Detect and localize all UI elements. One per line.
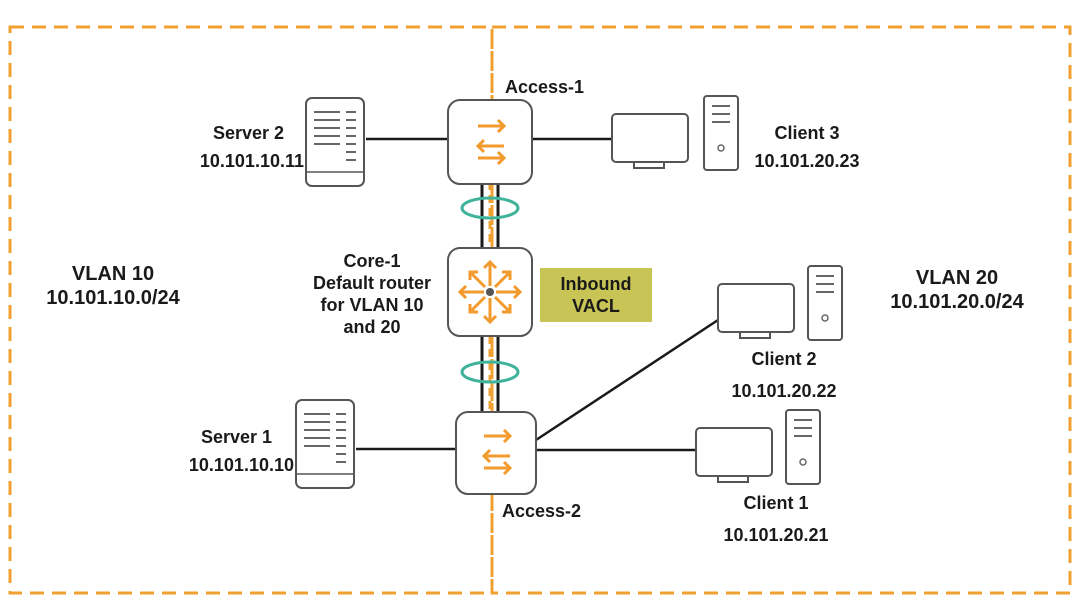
server1-icon[interactable] xyxy=(295,399,355,489)
core1-desc-line3: and 20 xyxy=(343,317,401,337)
core1-desc-line2: for VLAN 10 xyxy=(320,295,424,315)
client3-ip: 10.101.20.23 xyxy=(754,151,860,171)
vlan20-name: VLAN 20 xyxy=(915,267,999,289)
inbound-vacl-badge: Inbound VACL xyxy=(540,268,652,322)
uplink-core-access2 xyxy=(480,336,500,414)
core1-desc-line1: Default router xyxy=(312,273,431,293)
client1-label: Client 1 10.101.20.21 xyxy=(708,492,844,546)
vlan10-boundary xyxy=(8,25,494,595)
access2-switch-icon[interactable] xyxy=(455,411,537,495)
client1-computer-icon[interactable] xyxy=(695,409,821,485)
vacl-line2: VACL xyxy=(572,296,620,316)
client2-name: Client 2 xyxy=(751,349,817,369)
access2-label: Access-2 xyxy=(502,501,582,521)
vlan20-label: VLAN 20 10.101.20.0/24 xyxy=(872,266,1042,314)
server2-icon[interactable] xyxy=(305,97,365,187)
lag-ring-bottom-icon xyxy=(460,360,520,384)
lag-ring-top-icon xyxy=(460,196,520,220)
link-access2-client2 xyxy=(535,318,719,442)
server1-label: Server 1 10.101.10.10 xyxy=(160,426,294,476)
client3-name: Client 3 xyxy=(774,123,840,143)
client2-computer-icon[interactable] xyxy=(717,265,843,341)
uplink-access1-core xyxy=(480,182,500,250)
client3-computer-icon[interactable] xyxy=(611,95,739,171)
vlan10-subnet: 10.101.10.0/24 xyxy=(46,287,180,309)
client1-name: Client 1 xyxy=(743,493,809,513)
server2-name: Server 2 xyxy=(212,123,284,143)
server2-ip: 10.101.10.11 xyxy=(199,151,304,171)
client1-ip: 10.101.20.21 xyxy=(723,525,829,545)
vlan10-label: VLAN 10 10.101.10.0/24 xyxy=(28,262,198,310)
server2-label: Server 2 10.101.10.11 xyxy=(170,122,304,172)
vacl-line1: Inbound xyxy=(560,274,632,294)
server1-name: Server 1 xyxy=(200,427,272,447)
vlan10-name: VLAN 10 xyxy=(71,263,155,285)
access1-label: Access-1 xyxy=(505,77,585,97)
server1-ip: 10.101.10.10 xyxy=(188,455,294,475)
core1-name: Core-1 xyxy=(343,251,401,271)
vlan20-subnet: 10.101.20.0/24 xyxy=(890,291,1024,313)
core1-label: Core-1 Default router for VLAN 10 and 20 xyxy=(298,250,446,338)
client3-label: Client 3 10.101.20.23 xyxy=(740,122,874,172)
access1-switch-icon[interactable] xyxy=(447,99,533,185)
client2-ip: 10.101.20.22 xyxy=(731,381,837,401)
core1-router-icon[interactable] xyxy=(447,247,533,337)
client2-label: Client 2 10.101.20.22 xyxy=(716,348,852,402)
